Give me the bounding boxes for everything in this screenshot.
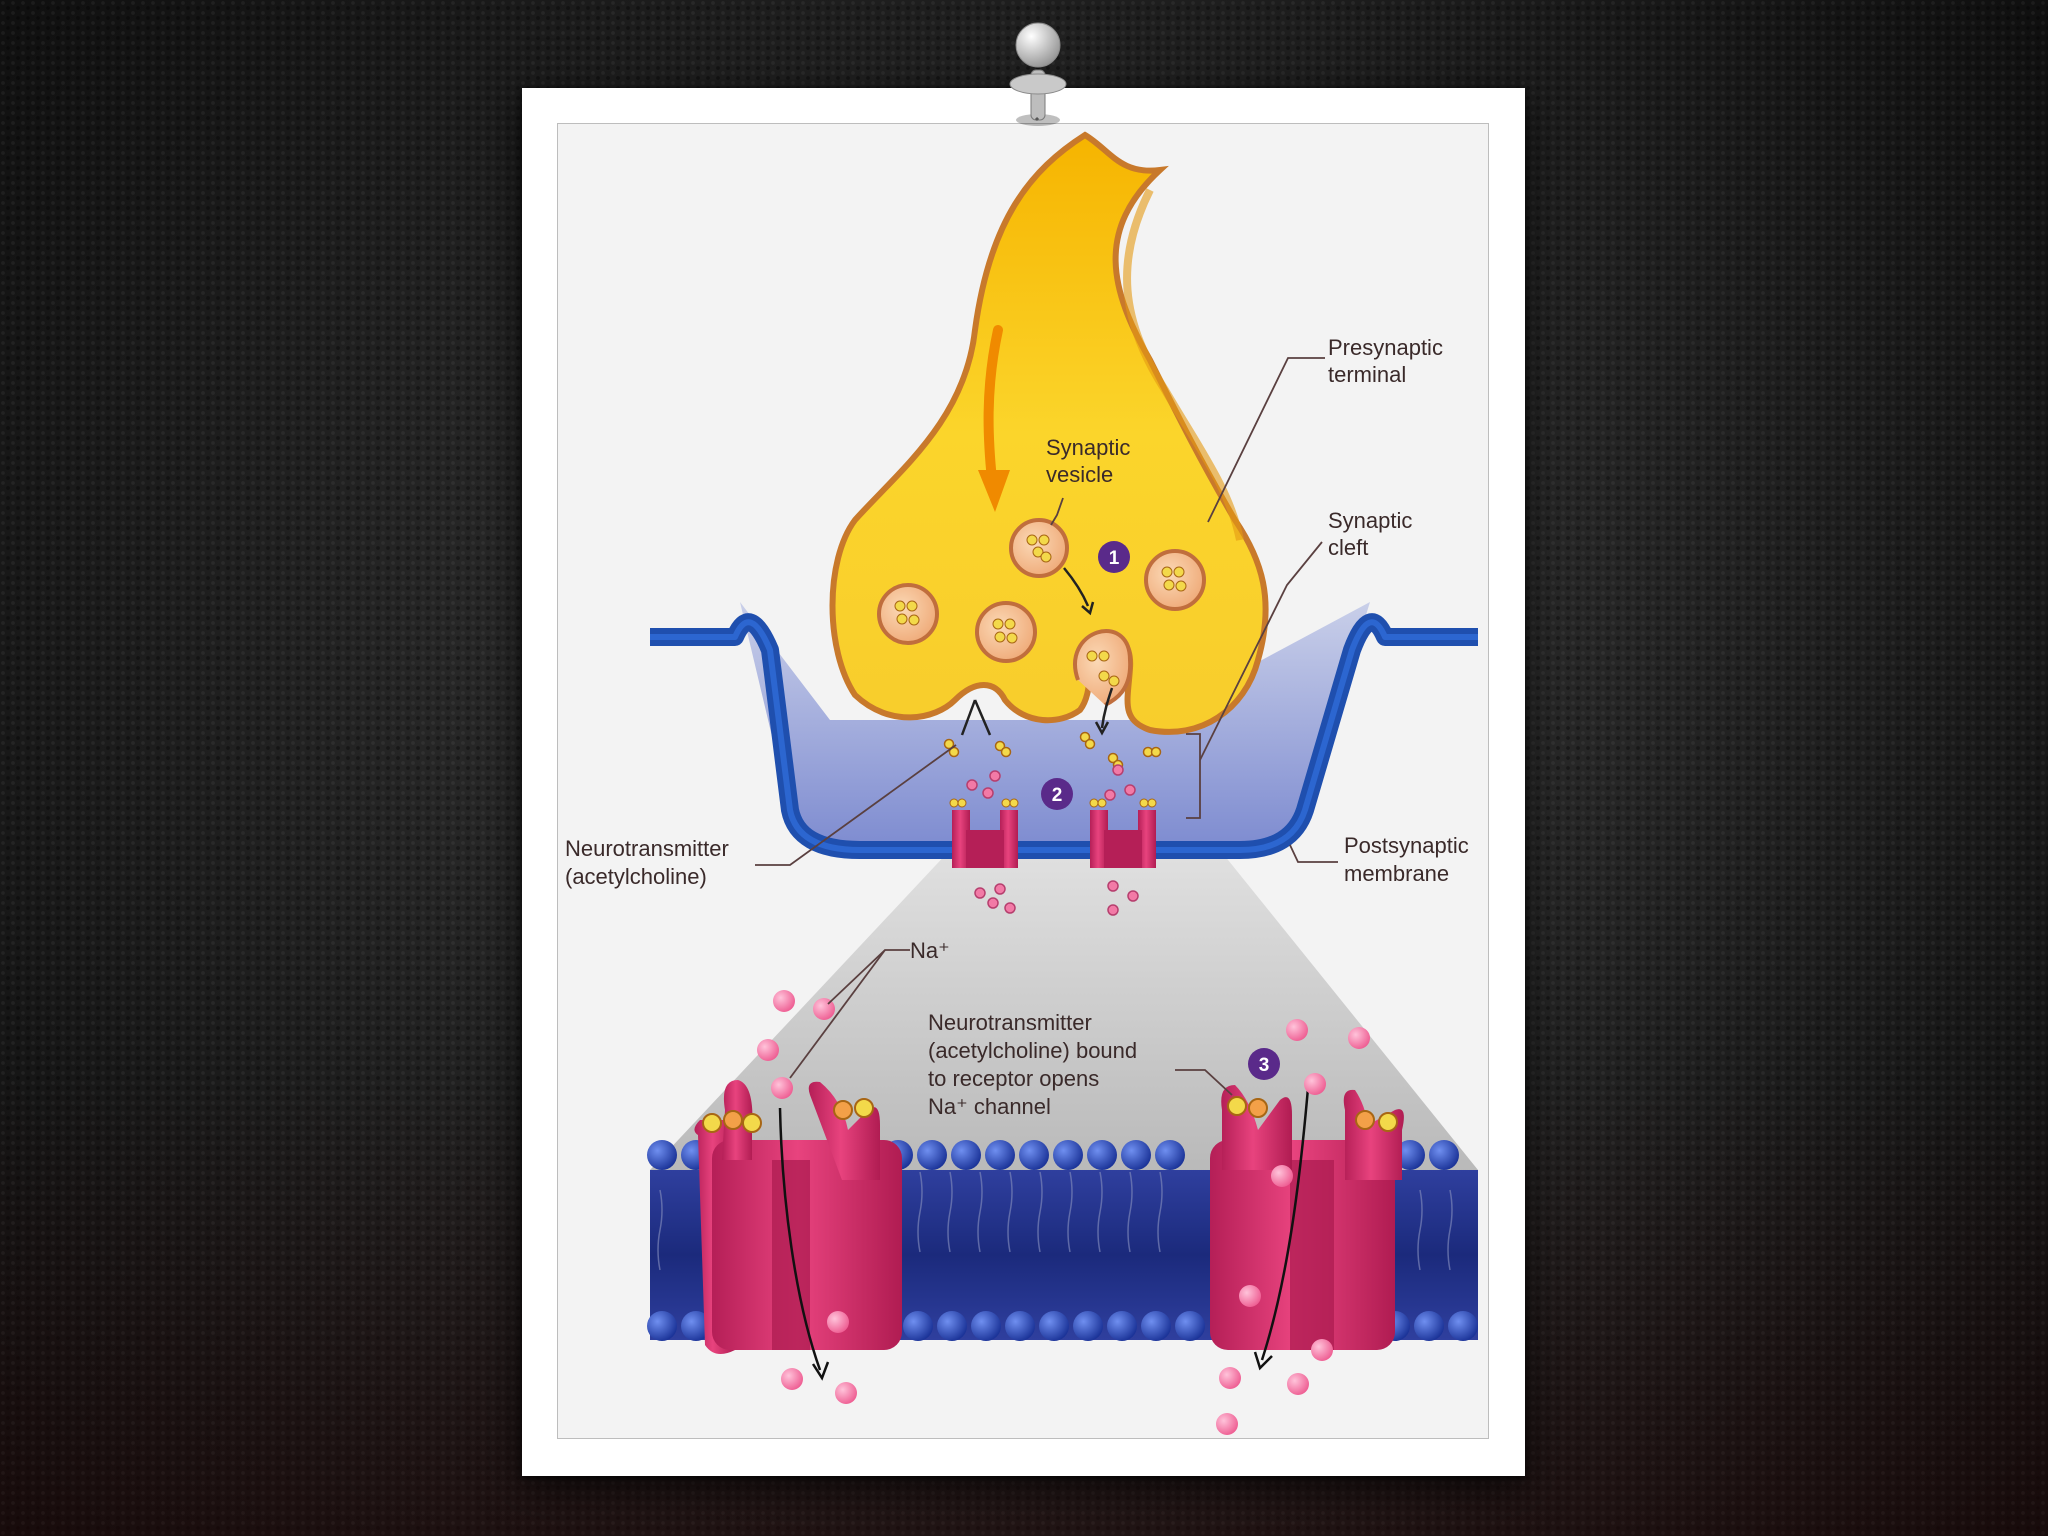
label-neurotransmitter-line1: Neurotransmitter: [565, 836, 729, 861]
phospholipid-head: [917, 1140, 947, 1170]
label-neurotransmitter-line2: (acetylcholine): [565, 864, 707, 889]
phospholipid-head: [1175, 1311, 1205, 1341]
phospholipid-head: [1429, 1140, 1459, 1170]
step-badge-2: 2: [1041, 778, 1073, 810]
phospholipid-head: [1005, 1311, 1035, 1341]
label-presynaptic-terminal-line1: Presynaptic: [1328, 335, 1443, 360]
phospholipid-head: [985, 1140, 1015, 1170]
phospholipid-head: [1053, 1140, 1083, 1170]
phospholipid-head: [1019, 1140, 1049, 1170]
label-bound-receptor-line3: to receptor opens: [928, 1066, 1099, 1091]
phospholipid-head: [971, 1311, 1001, 1341]
label-postsynaptic-membrane-line1: Postsynaptic: [1344, 833, 1469, 858]
phospholipid-head: [1073, 1311, 1103, 1341]
vesicle: [1011, 520, 1067, 576]
label-synaptic-vesicle-line1: Synaptic: [1046, 435, 1130, 460]
vesicle: [879, 585, 937, 643]
phospholipid-head: [647, 1140, 677, 1170]
label-synaptic-cleft-line2: cleft: [1328, 535, 1368, 560]
svg-text:1: 1: [1109, 548, 1120, 569]
phospholipid-head: [903, 1311, 933, 1341]
label-bound-receptor-line4: Na⁺ channel: [928, 1094, 1051, 1119]
label-presynaptic-terminal-line2: terminal: [1328, 362, 1406, 387]
phospholipid-head: [1087, 1140, 1117, 1170]
step-badge-1: 1: [1098, 541, 1130, 573]
phospholipid-head: [1121, 1140, 1151, 1170]
label-sodium-ion: Na⁺: [910, 938, 950, 963]
label-synaptic-vesicle-line2: vesicle: [1046, 462, 1113, 487]
phospholipid-head: [1448, 1311, 1478, 1341]
phospholipid-head: [1155, 1140, 1185, 1170]
svg-text:2: 2: [1052, 785, 1063, 806]
label-synaptic-cleft-line1: Synaptic: [1328, 508, 1412, 533]
phospholipid-head: [1414, 1311, 1444, 1341]
pushpin-icon: [1010, 23, 1066, 126]
label-postsynaptic-membrane-line2: membrane: [1344, 861, 1449, 886]
label-bound-receptor-line2: (acetylcholine) bound: [928, 1038, 1137, 1063]
phospholipid-head: [937, 1311, 967, 1341]
phospholipid-head: [1107, 1311, 1137, 1341]
step-badge-3: 3: [1248, 1048, 1280, 1080]
svg-text:3: 3: [1259, 1055, 1270, 1076]
label-bound-receptor-line1: Neurotransmitter: [928, 1010, 1092, 1035]
phospholipid-head: [951, 1140, 981, 1170]
vesicle: [977, 603, 1035, 661]
phospholipid-head: [1141, 1311, 1171, 1341]
phospholipid-head: [1039, 1311, 1069, 1341]
phospholipid-head: [647, 1311, 677, 1341]
vesicle: [1146, 551, 1204, 609]
